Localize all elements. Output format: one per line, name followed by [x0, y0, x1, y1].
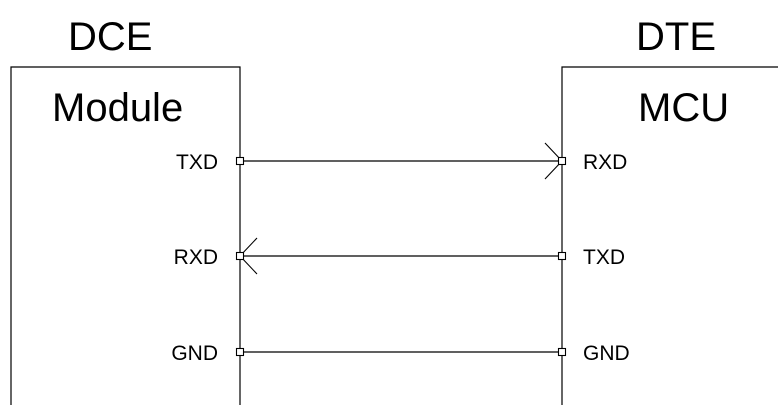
module-pin-label-gnd: GND: [171, 342, 218, 365]
mcu-device-name: MCU: [638, 86, 729, 130]
module-box: [10, 66, 241, 405]
mcu-pin-pad-gnd: [557, 347, 567, 357]
mcu-box: [561, 66, 778, 405]
dte-role-title: DTE: [636, 15, 716, 59]
module-pin-label-rxd: RXD: [174, 246, 218, 269]
module-pin-pad-txd: [235, 156, 245, 166]
module-device-name: Module: [52, 86, 183, 130]
mcu-pin-label-rxd: RXD: [583, 151, 627, 174]
dce-role-title: DCE: [68, 15, 152, 59]
mcu-pin-pad-txd: [557, 251, 567, 261]
module-pin-pad-gnd: [235, 347, 245, 357]
module-pin-label-txd: TXD: [176, 151, 218, 174]
mcu-pin-pad-rxd: [557, 156, 567, 166]
module-pin-pad-rxd: [235, 251, 245, 261]
mcu-pin-label-txd: TXD: [583, 246, 625, 269]
mcu-pin-label-gnd: GND: [583, 342, 630, 365]
